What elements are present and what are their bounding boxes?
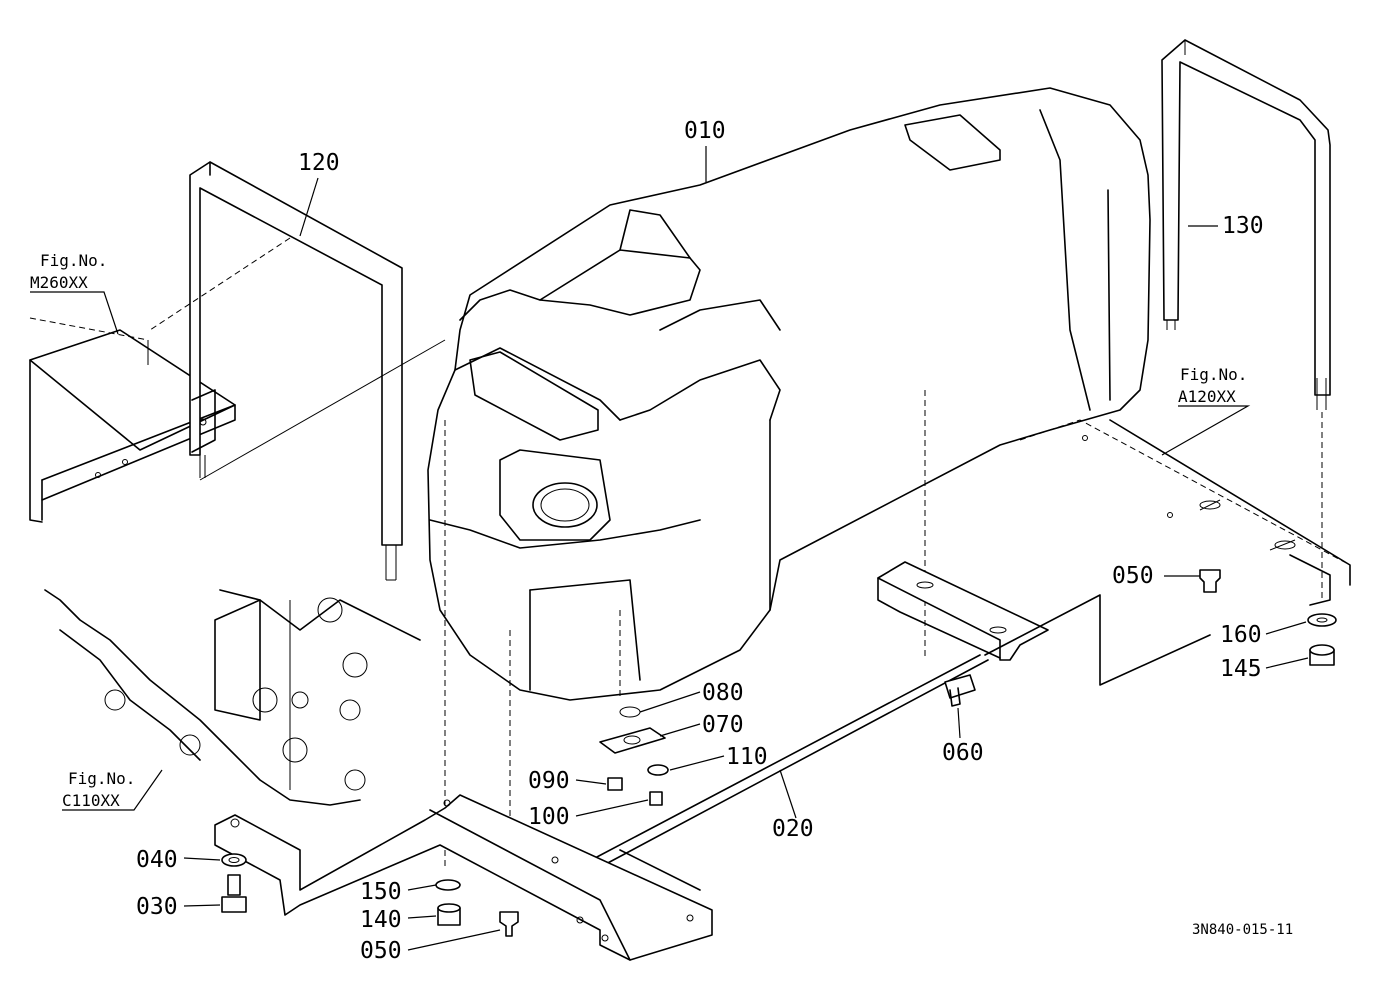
label-050-lower: 050 [360, 938, 402, 964]
frame-section-a120 [1019, 419, 1351, 606]
strap-020 [594, 654, 989, 866]
lower-support-bracket [214, 794, 713, 961]
leader-lines [30, 146, 1309, 951]
bracket-130 [1161, 39, 1331, 600]
label-145: 145 [1220, 656, 1262, 682]
fig-ref-m260-code: M260XX [30, 273, 88, 292]
label-080: 080 [702, 680, 744, 706]
label-110: 110 [726, 744, 768, 770]
label-100: 100 [528, 804, 570, 830]
tank-support-bracket [877, 561, 1211, 686]
label-050-right: 050 [1112, 563, 1154, 589]
label-060: 060 [942, 740, 984, 766]
label-120: 120 [298, 150, 340, 176]
label-020: 020 [772, 816, 814, 842]
fig-ref-a120-code: A120XX [1178, 387, 1236, 406]
drawing-code: 3N840-015-11 [1192, 922, 1293, 938]
label-030: 030 [136, 894, 178, 920]
frame-section-m260 [29, 317, 236, 523]
label-140: 140 [360, 907, 402, 933]
label-150: 150 [360, 879, 402, 905]
label-040: 040 [136, 847, 178, 873]
hardware [221, 569, 1337, 937]
fuel-tank-010 [427, 87, 1151, 870]
bracket-120 [149, 161, 446, 581]
part-labels: 010 120 130 050 160 145 080 070 110 090 … [136, 118, 1264, 964]
label-010: 010 [684, 118, 726, 144]
engine-housing-c110 [44, 589, 421, 806]
label-160: 160 [1220, 622, 1262, 648]
fig-ref-c110-title: Fig.No. [68, 769, 135, 788]
label-090: 090 [528, 768, 570, 794]
figure-references: Fig.No. M260XX Fig.No. A120XX Fig.No. C1… [30, 251, 1247, 810]
label-070: 070 [702, 712, 744, 738]
fig-ref-m260-title: Fig.No. [40, 251, 107, 270]
fig-ref-a120-title: Fig.No. [1180, 365, 1247, 384]
fig-ref-c110-code: C110XX [62, 791, 120, 810]
label-130: 130 [1222, 213, 1264, 239]
